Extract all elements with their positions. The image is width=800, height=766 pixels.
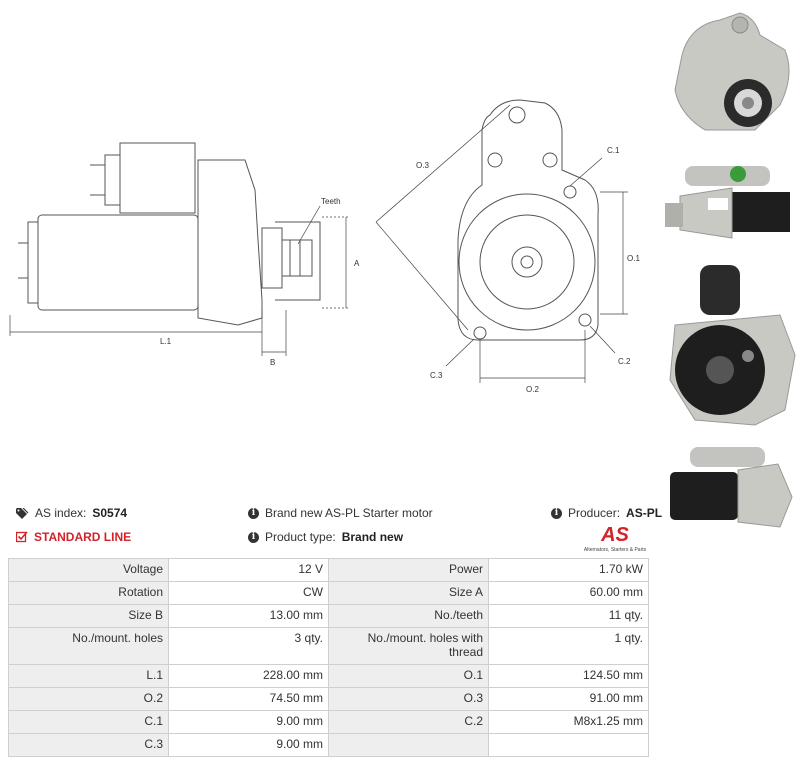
table-row: Size B 13.00 mm No./teeth 11 qty. xyxy=(8,604,649,628)
info-icon: i xyxy=(248,507,259,519)
tag-icon xyxy=(16,507,29,519)
product-photo-side[interactable] xyxy=(660,158,800,253)
spec-key: Size B xyxy=(8,604,169,628)
dim-c3-label: C.3 xyxy=(430,371,443,380)
spec-value: 3 qty. xyxy=(168,627,329,665)
table-row: Rotation CW Size A 60.00 mm xyxy=(8,581,649,605)
as-index-label: AS index: xyxy=(35,506,87,520)
spec-value xyxy=(488,733,649,757)
spec-value: 228.00 mm xyxy=(168,664,329,688)
spec-value: 124.50 mm xyxy=(488,664,649,688)
dim-a-label: A xyxy=(354,259,360,268)
spec-key: O.2 xyxy=(8,687,169,711)
spec-value: 1 qty. xyxy=(488,627,649,665)
teeth-label: Teeth xyxy=(321,197,341,206)
product-type-label: Product type: xyxy=(265,530,336,544)
as-index: AS index: S0574 xyxy=(16,506,127,520)
specs-table: Voltage 12 V Power 1.70 kW Rotation CW S… xyxy=(8,558,649,757)
dim-o3-label: O.3 xyxy=(416,161,429,170)
dim-o2-label: O.2 xyxy=(526,385,539,394)
spec-key: No./mount. holes with thread xyxy=(328,627,489,665)
producer: i Producer: AS-PL xyxy=(551,506,662,520)
spec-key xyxy=(328,733,489,757)
spec-key: C.1 xyxy=(8,710,169,734)
spec-key: Voltage xyxy=(8,558,169,582)
info-icon: i xyxy=(551,507,562,519)
spec-value: CW xyxy=(168,581,329,605)
table-row: C.3 9.00 mm xyxy=(8,733,649,757)
table-row: No./mount. holes 3 qty. No./mount. holes… xyxy=(8,627,649,665)
spec-key: Size A xyxy=(328,581,489,605)
spec-value: 13.00 mm xyxy=(168,604,329,628)
product-type-value: Brand new xyxy=(341,530,404,544)
spec-key: C.3 xyxy=(8,733,169,757)
spec-value: 9.00 mm xyxy=(168,733,329,757)
standard-line-label: STANDARD LINE xyxy=(34,530,132,544)
product-info: AS index: S0574 STANDARD LINE i Brand ne… xyxy=(0,500,662,556)
logo-mark: AS xyxy=(600,524,629,546)
spec-value: 12 V xyxy=(168,558,329,582)
spec-value: 1.70 kW xyxy=(488,558,649,582)
dim-c1-label: C.1 xyxy=(607,146,620,155)
product-photo-rear[interactable] xyxy=(660,260,800,430)
dim-c2-label: C.2 xyxy=(618,357,631,366)
dim-l1-label: L.1 xyxy=(160,337,172,346)
spec-key: L.1 xyxy=(8,664,169,688)
product-photos xyxy=(660,0,800,535)
product-photo-bottom[interactable] xyxy=(660,442,800,532)
product-type: i Product type: Brand new xyxy=(248,530,403,544)
dim-b-label: B xyxy=(270,358,275,367)
info-icon: i xyxy=(248,531,259,543)
producer-value: AS-PL xyxy=(626,506,663,520)
technical-drawing: Teeth A B L.1 O.3 C.1 O.1 C.2 C.3 O.2 xyxy=(9,99,640,394)
table-row: C.1 9.00 mm C.2 M8x1.25 mm xyxy=(8,710,649,734)
standard-line: STANDARD LINE xyxy=(16,530,131,544)
spec-key: No./mount. holes xyxy=(8,627,169,665)
spec-value: 11 qty. xyxy=(488,604,649,628)
dim-o1-label: O.1 xyxy=(627,254,640,263)
table-row: L.1 228.00 mm O.1 124.50 mm xyxy=(8,664,649,688)
spec-key: No./teeth xyxy=(328,604,489,628)
table-row: O.2 74.50 mm O.3 91.00 mm xyxy=(8,687,649,711)
spec-key: O.3 xyxy=(328,687,489,711)
spec-key: O.1 xyxy=(328,664,489,688)
as-pl-logo: AS Alternators, Starters & Parts xyxy=(584,524,647,553)
spec-key: Rotation xyxy=(8,581,169,605)
description: i Brand new AS-PL Starter motor xyxy=(248,506,433,520)
spec-key: C.2 xyxy=(328,710,489,734)
logo-tagline: Alternators, Starters & Parts xyxy=(584,547,647,553)
as-index-value: S0574 xyxy=(92,506,128,520)
checkbox-check-icon xyxy=(16,531,28,543)
spec-value: 91.00 mm xyxy=(488,687,649,711)
spec-value: M8x1.25 mm xyxy=(488,710,649,734)
product-photo-front[interactable] xyxy=(660,5,800,135)
spec-value: 9.00 mm xyxy=(168,710,329,734)
spec-value: 60.00 mm xyxy=(488,581,649,605)
description-text: Brand new AS-PL Starter motor xyxy=(265,506,433,520)
table-row: Voltage 12 V Power 1.70 kW xyxy=(8,558,649,582)
spec-key: Power xyxy=(328,558,489,582)
producer-label: Producer: xyxy=(568,506,621,520)
spec-value: 74.50 mm xyxy=(168,687,329,711)
